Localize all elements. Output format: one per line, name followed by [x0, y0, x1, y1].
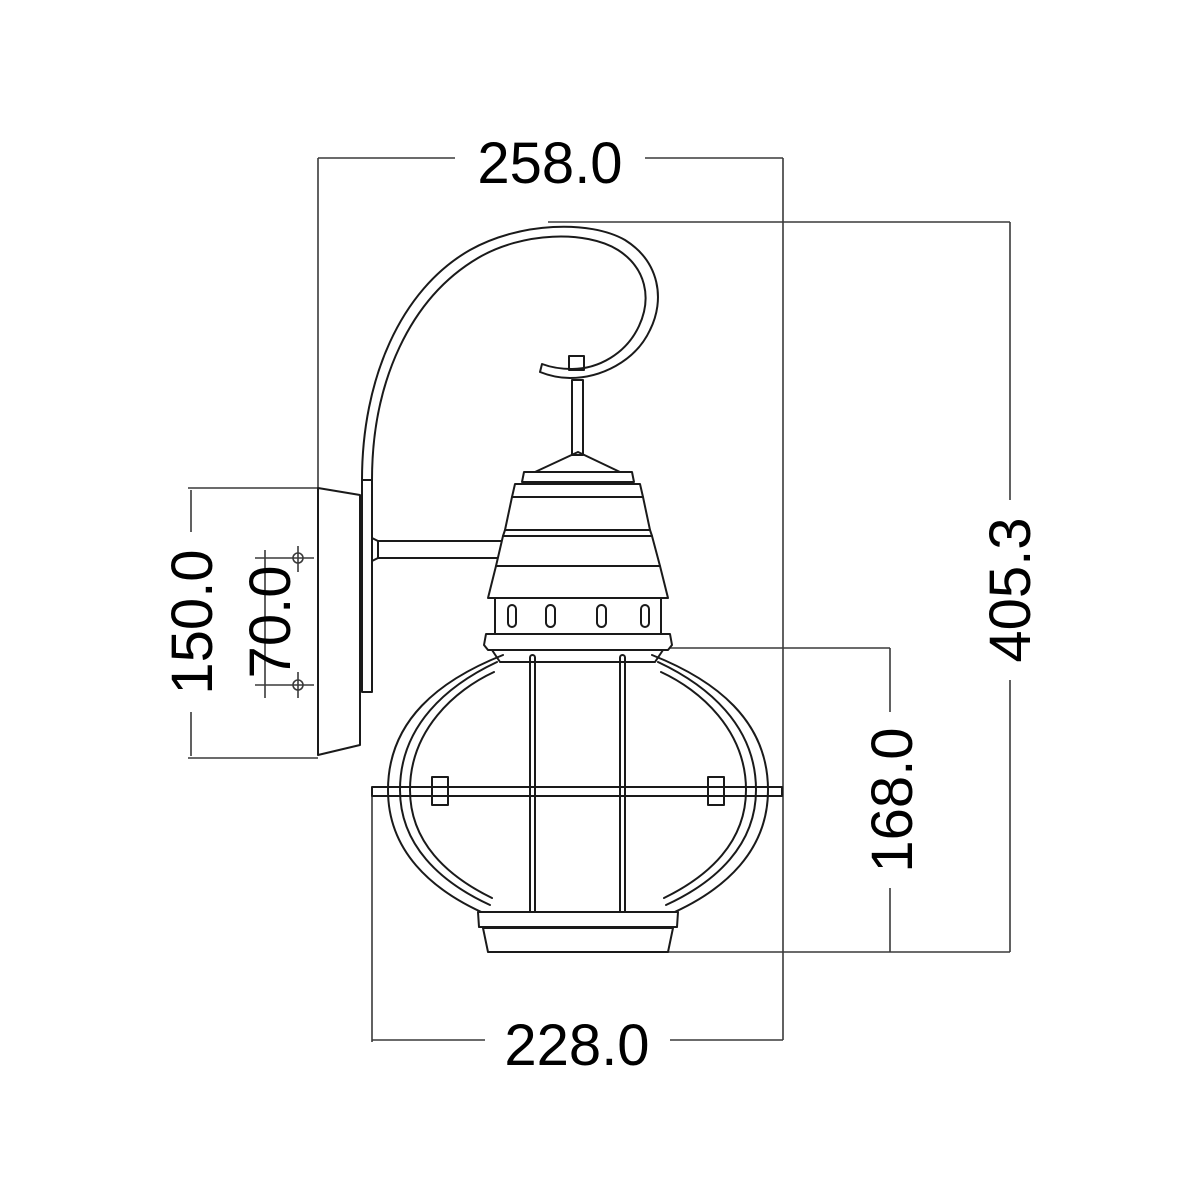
dimension-overall-height: 405.3 — [548, 221, 1043, 953]
hanging-rod — [568, 355, 585, 456]
vent-gallery — [483, 597, 673, 651]
horizontal-arm — [371, 537, 504, 562]
mounting-spacing-label: 70.0 — [238, 566, 303, 679]
dimension-globe-height: 168.0 — [655, 647, 925, 952]
wall-backplate — [317, 487, 361, 756]
lantern-globe-cage — [371, 649, 783, 918]
dimension-lantern-width: 228.0 — [371, 790, 783, 1078]
dimension-mounting-spacing: 70.0 — [238, 546, 314, 698]
dimension-backplate-height: 150.0 — [160, 487, 318, 759]
overall-height-label: 405.3 — [978, 517, 1043, 662]
globe-height-label: 168.0 — [860, 727, 925, 872]
dimension-overall-width: 258.0 — [317, 131, 784, 1040]
lantern-width-label: 228.0 — [504, 1013, 649, 1078]
scroll-arm — [361, 225, 659, 481]
overall-width-label: 258.0 — [477, 131, 622, 196]
lantern-base — [477, 911, 679, 953]
mounting-hole-top-icon — [292, 546, 304, 572]
lantern-top-cap — [487, 451, 669, 599]
mounting-hole-bottom-icon — [292, 672, 304, 698]
mounting-stem — [361, 479, 373, 693]
backplate-height-label: 150.0 — [160, 549, 225, 694]
